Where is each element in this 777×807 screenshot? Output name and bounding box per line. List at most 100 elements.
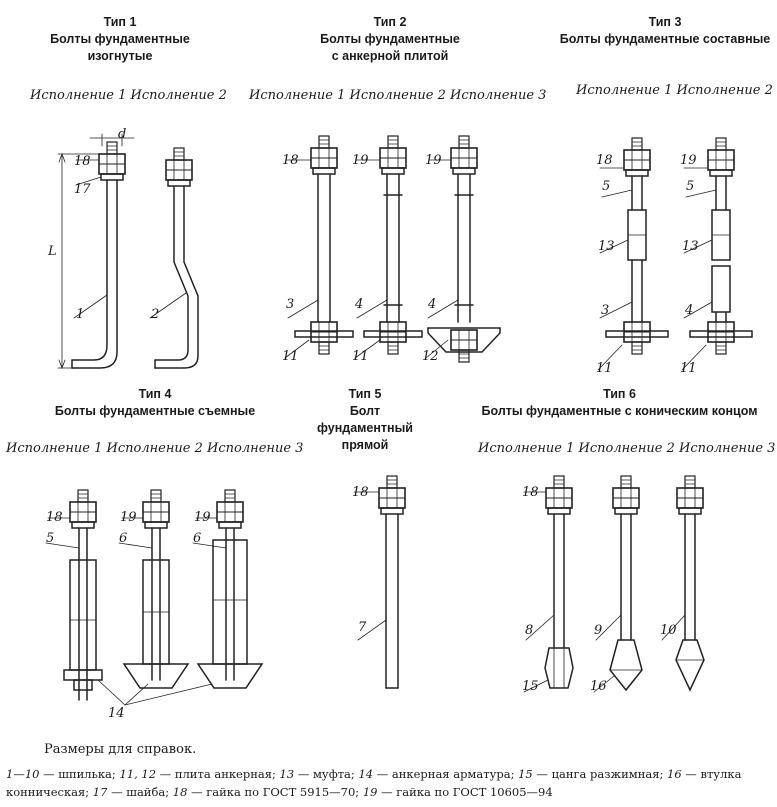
- type4-heading: Тип 4 Болты фундаментные съемные: [40, 386, 270, 420]
- label-17: 17: [74, 182, 91, 197]
- type2-bolt-2: [354, 135, 423, 359]
- type3-bolt-2: [681, 137, 753, 371]
- label-19: 19: [352, 153, 369, 168]
- legend-num-2: 11, 12: [119, 767, 157, 781]
- label-10: 10: [660, 623, 677, 638]
- dim-label-d: d: [118, 127, 126, 142]
- legend-num-5: 15: [518, 767, 533, 781]
- label-18: 18: [282, 153, 299, 168]
- reference-note: Размеры для справок.: [44, 742, 197, 757]
- label-9: 9: [594, 623, 602, 638]
- type4-title-line1: Болты фундаментные съемные: [54, 404, 256, 418]
- type1-heading: Тип 1 Болты фундаментные изогнутые: [30, 14, 210, 65]
- type6-bolt-3: [661, 475, 705, 692]
- type2-title-line1: Болты фундаментные: [320, 32, 460, 46]
- type3-title-line1: Болты фундаментные составные: [559, 32, 771, 46]
- label-4: 4: [354, 297, 363, 312]
- type1-bolt-2: [149, 147, 199, 369]
- label-19: 19: [120, 510, 137, 525]
- label-6: 6: [193, 531, 201, 546]
- label-11: 11: [352, 349, 369, 364]
- legend-text-6: втулка конническая;: [6, 767, 742, 799]
- type6-bolt-1: [523, 475, 574, 693]
- label-18: 18: [596, 153, 613, 168]
- type1-variants: Исполнение 1 Исполнение 2: [30, 88, 227, 103]
- legend-text-8: гайка по ГОСТ 5915—70;: [206, 785, 360, 799]
- type3-bolt-1: [597, 137, 669, 371]
- label-5: 5: [686, 179, 694, 194]
- legend-num-1: 1—10: [6, 767, 40, 781]
- type6-label: Тип 6: [603, 387, 636, 401]
- type6-heading: Тип 6 Болты фундаментные с коническим ко…: [462, 386, 777, 420]
- label-18: 18: [74, 154, 91, 169]
- label-3: 3: [286, 297, 294, 312]
- label-5: 5: [602, 179, 610, 194]
- part-labels: d L 18 17 1 2 18 19 19 3 4 4 11 11 12 18…: [46, 127, 699, 721]
- type4-bolt-2: [118, 489, 190, 689]
- label-5: 5: [46, 531, 54, 546]
- type3-label: Тип 3: [648, 15, 682, 29]
- label-13: 13: [682, 239, 699, 254]
- label-1: 1: [76, 307, 84, 322]
- type5-title-line3: прямой: [341, 438, 389, 452]
- type6-bolt-2: [593, 475, 643, 693]
- label-15: 15: [522, 679, 539, 694]
- label-11: 11: [282, 349, 299, 364]
- label-18: 18: [522, 485, 539, 500]
- type1-label: Тип 1: [103, 15, 137, 29]
- label-6: 6: [119, 531, 127, 546]
- label-19: 19: [680, 153, 697, 168]
- legend-text-9: гайка по ГОСТ 10605—94: [396, 785, 553, 799]
- type5-bolt: [353, 475, 406, 689]
- label-18: 18: [352, 485, 369, 500]
- label-3: 3: [601, 303, 609, 318]
- legend-text-5: цанга разжимная;: [551, 767, 664, 781]
- type4-label: Тип 4: [138, 387, 172, 401]
- type1-bolt-1: [57, 133, 135, 370]
- type1-title-line1: Болты фундаментные: [50, 32, 190, 46]
- legend-num-4: 14: [358, 767, 374, 781]
- type4-bolt-3: [192, 489, 264, 689]
- type4-leader-14: [97, 679, 213, 706]
- type2-heading: Тип 2 Болты фундаментные с анкерной плит…: [290, 14, 490, 65]
- type5-label: Тип 5: [348, 387, 382, 401]
- legend-num-8: 18: [172, 785, 188, 799]
- type4-variants: Исполнение 1 Исполнение 2 Исполнение 3: [6, 441, 304, 456]
- label-2: 2: [150, 307, 159, 322]
- label-18: 18: [46, 510, 63, 525]
- type2-bolt-1: [284, 135, 354, 359]
- legend-text-1: шпилька;: [58, 767, 116, 781]
- type6-variants: Исполнение 1 Исполнение 2 Исполнение 3: [478, 441, 776, 456]
- label-11: 11: [596, 361, 613, 376]
- label-7: 7: [358, 620, 367, 635]
- label-4: 4: [684, 303, 693, 318]
- dim-label-L: L: [47, 244, 57, 259]
- label-19: 19: [194, 510, 211, 525]
- type5-title-line2: фундаментный: [317, 421, 413, 435]
- type2-bolt-3: [425, 135, 501, 363]
- label-16: 16: [590, 679, 607, 694]
- type5-heading: Тип 5 Болт фундаментный прямой: [300, 386, 430, 454]
- legend-text-4: анкерная арматура;: [391, 767, 515, 781]
- type3-heading: Тип 3 Болты фундаментные составные: [553, 14, 777, 48]
- type1-title-line2: изогнутые: [87, 49, 153, 63]
- legend-text-7: шайба;: [126, 785, 170, 799]
- label-4: 4: [427, 297, 436, 312]
- type3-variants: Исполнение 1 Исполнение 2: [576, 83, 773, 98]
- type2-title-line2: с анкерной плитой: [331, 49, 449, 63]
- label-12: 12: [422, 349, 439, 364]
- type2-label: Тип 2: [373, 15, 407, 29]
- legend-text-2: плита анкерная;: [174, 767, 276, 781]
- legend-num-3: 13: [279, 767, 295, 781]
- type4-bolt-1: [45, 489, 103, 701]
- label-8: 8: [525, 623, 533, 638]
- label-19: 19: [425, 153, 442, 168]
- parts-legend: 1—10 — шпилька; 11, 12 — плита анкерная;…: [6, 767, 742, 799]
- label-11: 11: [680, 361, 697, 376]
- label-14: 14: [108, 706, 125, 721]
- type5-title-line1: Болт: [349, 404, 381, 418]
- legend-text-3: муфта;: [312, 767, 355, 781]
- type6-title-line1: Болты фундаментные с коническим концом: [481, 404, 758, 418]
- type2-variants: Исполнение 1 Исполнение 2 Исполнение 3: [249, 88, 547, 103]
